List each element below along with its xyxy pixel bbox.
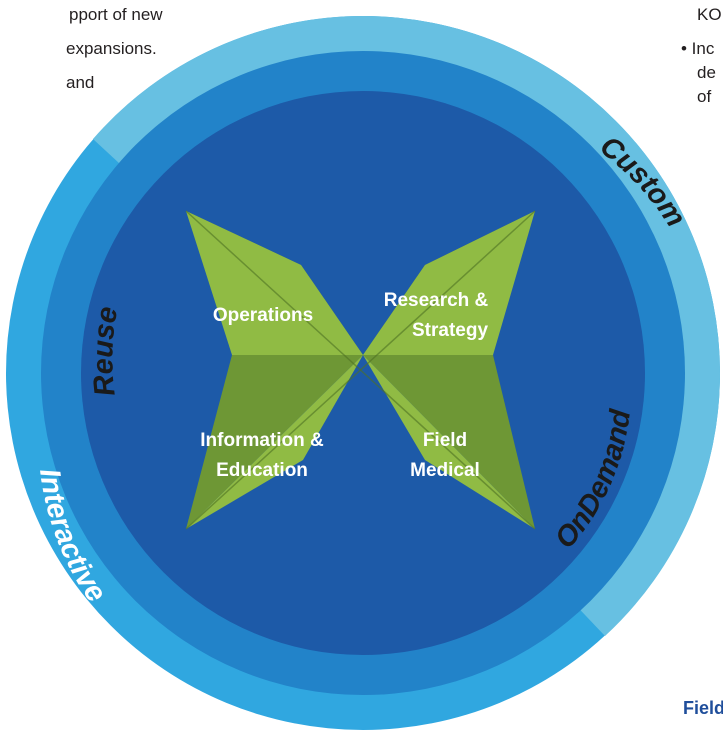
star-bottom-left-light: [186, 355, 363, 529]
field-medical-label-2: Medical: [410, 460, 480, 481]
information-education-label-2: Education: [216, 460, 308, 481]
research-strategy-label-2: Strategy: [412, 320, 488, 341]
operations-label: Operations: [213, 305, 313, 326]
top-right-line-4: of: [697, 87, 712, 106]
star-shape: [185, 210, 536, 530]
star-bottom-right-light: [363, 355, 535, 529]
field-medical-label-1: Field: [423, 430, 467, 451]
upper-right-light-band: [363, 16, 721, 636]
top-right-line-2: • Inc: [681, 39, 715, 58]
top-left-line-3: and: [66, 73, 95, 92]
research-strategy-label-1: Research &: [384, 290, 489, 311]
bottom-right-field-text: Field: [683, 698, 723, 718]
star-diagonal-b: [185, 210, 536, 530]
top-left-line-1: pport of new: [69, 5, 163, 24]
information-education-label-1: Information &: [200, 430, 324, 451]
star-top-right-light: [363, 211, 535, 355]
quadrant-labels: Operations Research & Strategy Informati…: [200, 290, 488, 481]
star-top-left-light: [186, 211, 363, 355]
top-left-line-2: expansions.: [66, 39, 157, 58]
top-right-line-1: KO: [697, 5, 722, 24]
top-right-line-3: de: [697, 63, 716, 82]
reuse-label: Reuse: [87, 304, 124, 398]
